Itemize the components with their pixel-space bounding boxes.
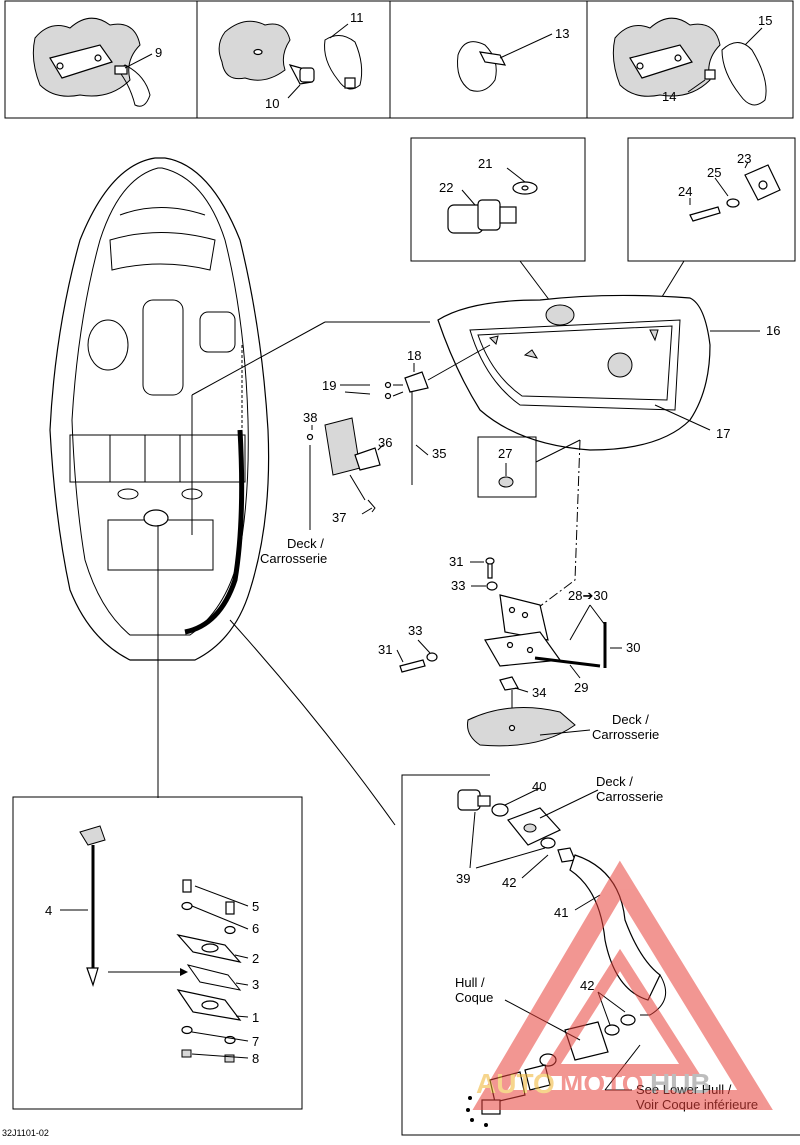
callout-18: 18 (407, 348, 421, 363)
callout-17: 17 (716, 426, 730, 441)
callout-24: 24 (678, 184, 692, 199)
watermark-auto: AUTO (476, 1068, 555, 1099)
watercraft-deck (49, 157, 270, 661)
drawing-code: 32J1101-02 (2, 1128, 49, 1138)
callout-35: 35 (432, 446, 446, 461)
watermark-logo: AUTO MOTO HUB (472, 860, 773, 1110)
gas-spring-assembly: 18 19 35 38 36 37 Deck / Carrosserie (260, 344, 491, 566)
callout-21: 21 (478, 156, 492, 171)
callout-29: 29 (574, 680, 588, 695)
callout-34: 34 (532, 685, 546, 700)
callout-39: 39 (456, 871, 470, 886)
callout-40: 40 (532, 779, 546, 794)
top-detail-panels (4, 0, 794, 119)
callout-2: 2 (252, 951, 259, 966)
label-deck-hose: Deck / (596, 774, 633, 789)
callout-42-bottom: 42 (580, 978, 594, 993)
callout-27: 27 (498, 446, 512, 461)
storage-cover: 16 17 (437, 294, 780, 451)
label-deck-right-fr: Carrosserie (592, 727, 659, 742)
detail-box-21-22: 21 22 (410, 137, 586, 306)
label-deck-hose-fr: Carrosserie (596, 789, 663, 804)
callout-31-top: 31 (449, 554, 463, 569)
callout-4: 4 (45, 903, 52, 918)
callout-37: 37 (332, 510, 346, 525)
callout-31-bottom: 31 (378, 642, 392, 657)
label-hull-fr: Coque (455, 990, 493, 1005)
callout-15: 15 (758, 13, 772, 28)
label-deck-left: Deck / (287, 536, 324, 551)
callout-10: 10 (265, 96, 279, 111)
callout-30: 30 (626, 640, 640, 655)
detail-panel-4: 15 14 (612, 13, 772, 106)
callout-22: 22 (439, 180, 453, 195)
detail-panel-2: 11 10 (218, 10, 364, 111)
callout-25: 25 (707, 165, 721, 180)
watermark-moto: MOTO (560, 1068, 643, 1099)
callout-14: 14 (662, 89, 676, 104)
callout-38: 38 (303, 410, 317, 425)
hinge-assembly: 31 33 28➔30 30 29 33 31 34 Deck / Carros… (378, 554, 659, 747)
label-hull: Hull / (455, 975, 485, 990)
callout-9: 9 (155, 45, 162, 60)
callout-8: 8 (252, 1051, 259, 1066)
watermark-hub: HUB (650, 1068, 711, 1099)
callout-3: 3 (252, 977, 259, 992)
detail-panel-1: 9 (32, 17, 162, 107)
callout-19: 19 (322, 378, 336, 393)
callout-36: 36 (378, 435, 392, 450)
detail-box-drain-plate: 4 5 6 2 3 1 7 8 (12, 796, 303, 1110)
callout-7: 7 (252, 1034, 259, 1049)
callout-41: 41 (554, 905, 568, 920)
callout-6: 6 (252, 921, 259, 936)
callout-33-bottom: 33 (408, 623, 422, 638)
callout-33-top: 33 (451, 578, 465, 593)
callout-1: 1 (252, 1010, 259, 1025)
label-deck-left-fr: Carrosserie (260, 551, 327, 566)
callout-28-30: 28➔30 (568, 588, 608, 603)
plug-detail-27: 27 (477, 436, 581, 498)
detail-panel-3: 13 (457, 26, 569, 92)
callout-16: 16 (766, 323, 780, 338)
callout-13: 13 (555, 26, 569, 41)
callout-11: 11 (350, 10, 364, 25)
callout-5: 5 (252, 899, 259, 914)
callout-42-top: 42 (502, 875, 516, 890)
callout-23: 23 (737, 151, 751, 166)
label-deck-right: Deck / (612, 712, 649, 727)
